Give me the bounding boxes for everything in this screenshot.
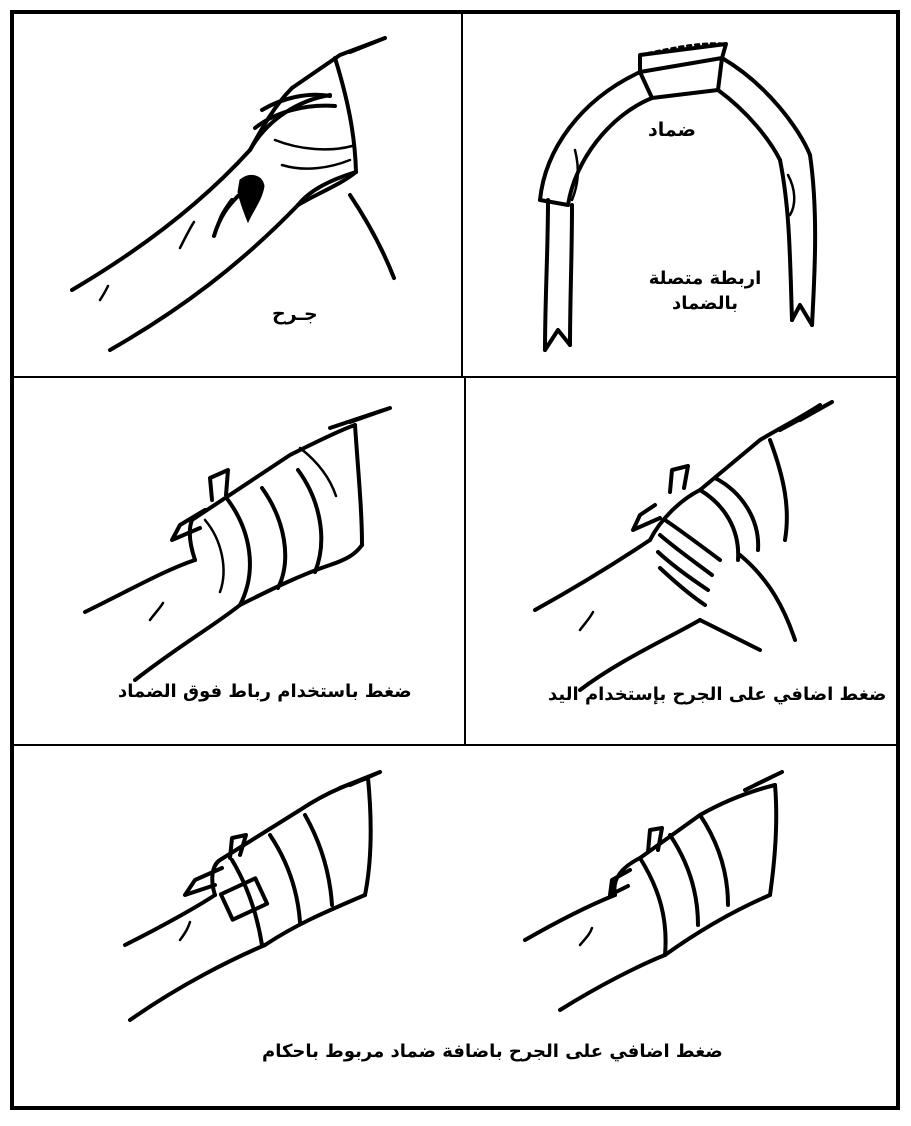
bandage-over-dressing-drawing	[85, 408, 390, 680]
bandage-over-dressing-caption: ضغط باستخدام رباط فوق الضماد	[118, 680, 412, 704]
added-dressing-drawing	[125, 772, 380, 1020]
wound-label: جـرح	[272, 302, 318, 328]
hand-pressure-caption: ضغط اضافي على الجرح بإستخدام اليد	[548, 683, 886, 707]
hand-pressure-drawing	[535, 402, 832, 690]
ties-label-line1: اربطة متصلة	[640, 266, 770, 291]
extra-pad	[221, 878, 267, 919]
arm-with-wound-drawing	[72, 38, 394, 350]
tightened-dressing-drawing	[525, 772, 782, 1010]
outer-frame	[12, 12, 898, 1108]
wound-mark	[238, 175, 264, 222]
dressing-label: ضماد	[648, 118, 696, 144]
ties-label: اربطة متصلة بالضماد	[640, 266, 770, 316]
added-dressing-caption: ضغط اضافي على الجرح باضافة ضماد مربوط با…	[262, 1040, 723, 1064]
ties-label-line2: بالضماد	[640, 291, 770, 316]
